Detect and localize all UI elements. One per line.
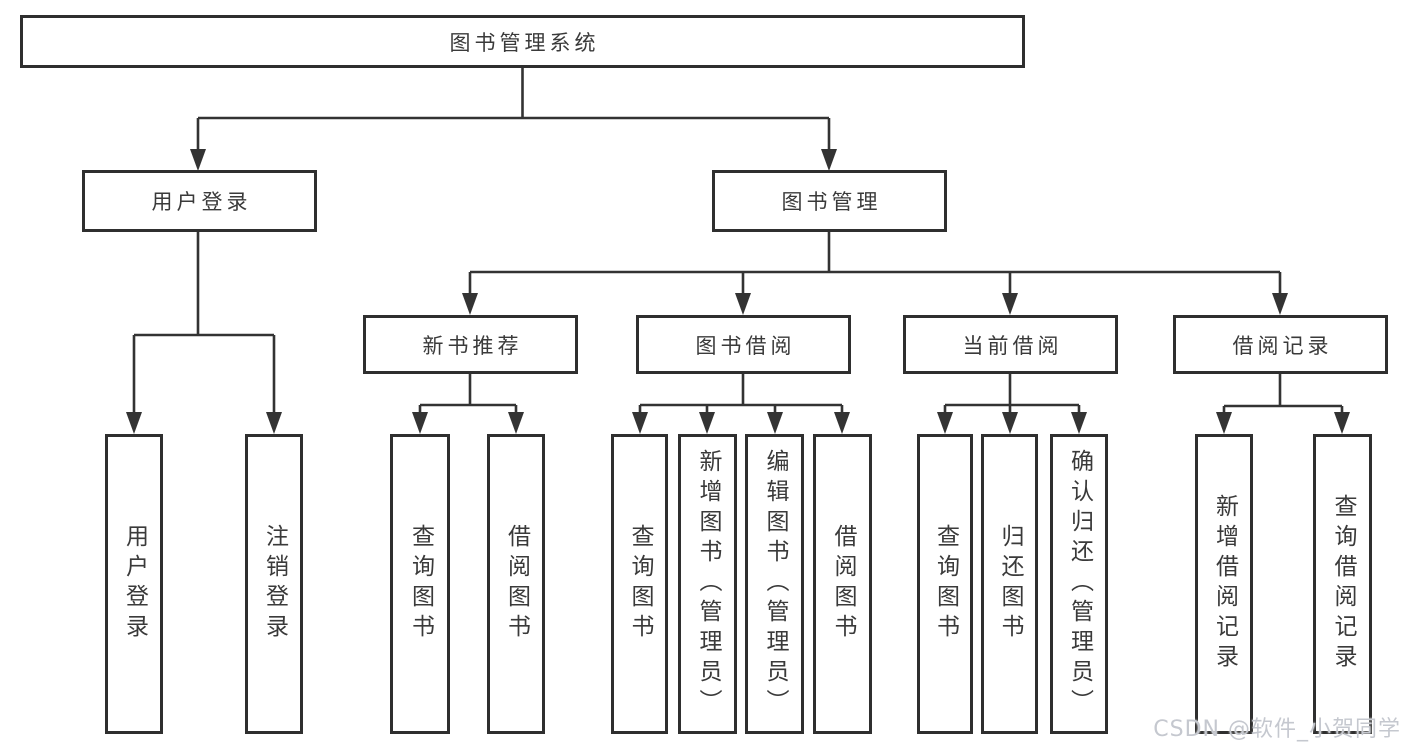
leaf-query-books-current: 查询图书 <box>917 434 973 734</box>
node-book-management: 图书管理 <box>712 170 947 232</box>
connector-new-book <box>418 374 518 415</box>
leaf-edit-book-admin: 编辑图书（管理员） <box>745 434 804 734</box>
leaf-query-books-borrow: 查询图书 <box>611 434 668 734</box>
node-label: 图书借阅 <box>695 333 796 358</box>
leaf-query-borrow-record: 查询借阅记录 <box>1313 434 1372 734</box>
leaf-query-books-recommend: 查询图书 <box>390 434 450 734</box>
leaf-user-login: 用户登录 <box>105 434 163 734</box>
connector-book-borrow <box>638 374 844 415</box>
leaf-label: 查询图书 <box>627 524 653 644</box>
node-current-borrow: 当前借阅 <box>903 315 1118 374</box>
node-label: 新书推荐 <box>422 333 523 358</box>
node-borrow-records: 借阅记录 <box>1173 315 1388 374</box>
leaf-confirm-return-admin: 确认归还（管理员） <box>1050 434 1108 734</box>
node-book-borrow: 图书借阅 <box>636 315 851 374</box>
node-label: 图书管理 <box>781 190 882 214</box>
leaf-label: 借阅图书 <box>503 524 530 644</box>
leaf-label: 确认归还（管理员） <box>1066 449 1093 719</box>
connector-book-management <box>468 232 1282 296</box>
node-new-book-recommend: 新书推荐 <box>363 315 578 374</box>
connector-current-borrow <box>943 374 1081 415</box>
leaf-label: 用户登录 <box>121 524 148 644</box>
leaf-borrow-books-recommend: 借阅图书 <box>487 434 545 734</box>
leaf-label: 新增借阅记录 <box>1211 494 1238 674</box>
leaf-label: 借阅图书 <box>830 524 856 644</box>
leaf-add-borrow-record: 新增借阅记录 <box>1195 434 1253 734</box>
connector-root <box>196 68 831 152</box>
leaf-label: 查询图书 <box>932 524 959 644</box>
node-user-login: 用户登录 <box>82 170 317 232</box>
leaf-return-books: 归还图书 <box>981 434 1038 734</box>
leaf-label: 注销登录 <box>261 524 288 644</box>
node-label: 借阅记录 <box>1232 333 1333 358</box>
arrowheads <box>126 149 1350 434</box>
leaf-label: 查询借阅记录 <box>1330 494 1356 674</box>
node-label: 当前借阅 <box>962 333 1063 358</box>
node-label: 图书管理系统 <box>449 30 600 55</box>
leaf-borrow-books-borrow: 借阅图书 <box>813 434 872 734</box>
node-library-system: 图书管理系统 <box>20 15 1025 68</box>
connector-user-login <box>132 232 276 415</box>
leaf-label: 归还图书 <box>997 524 1023 644</box>
csdn-watermark: CSDN @软件_小贺同学 <box>1153 717 1401 742</box>
leaf-add-book-admin: 新增图书（管理员） <box>678 434 737 734</box>
connector-borrow-records <box>1222 374 1344 415</box>
node-label: 用户登录 <box>151 190 252 214</box>
leaf-label: 新增图书（管理员） <box>695 449 721 719</box>
leaf-logout: 注销登录 <box>245 434 303 734</box>
leaf-label: 编辑图书（管理员） <box>762 449 788 719</box>
leaf-label: 查询图书 <box>407 524 434 644</box>
